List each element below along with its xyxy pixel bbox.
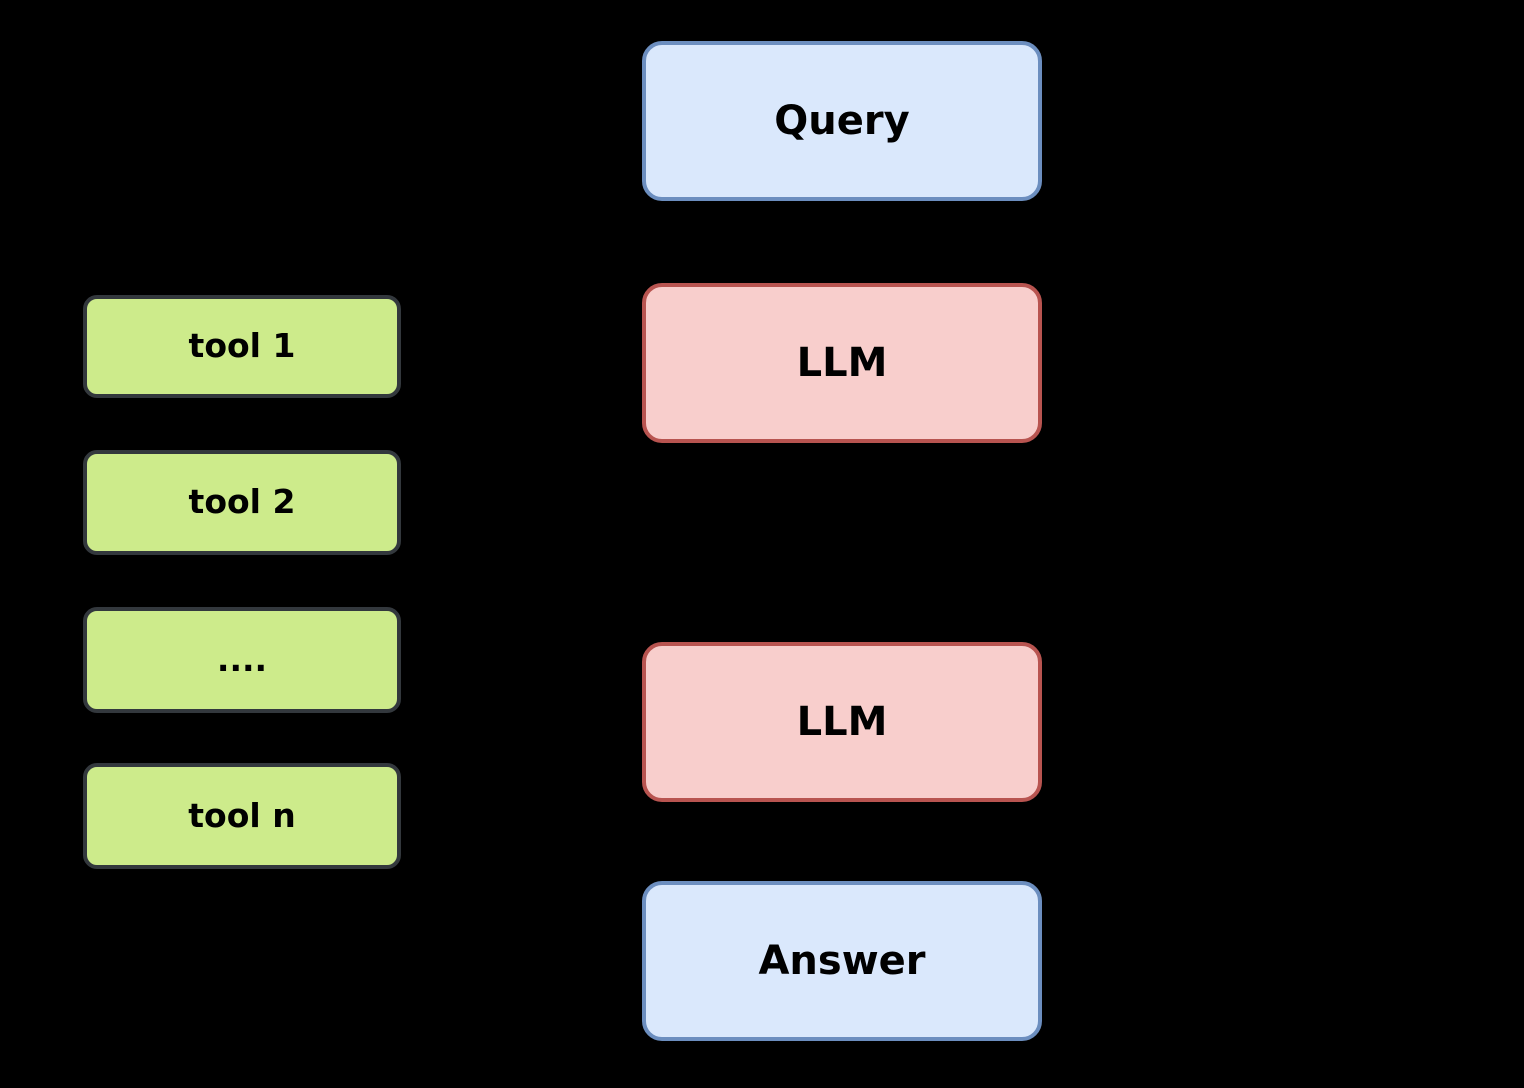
llm-top-node-label: LLM	[796, 340, 888, 386]
answer-node-label: Answer	[758, 938, 926, 984]
tool-2-node: tool 2	[83, 450, 401, 555]
tool-2-node-label: tool 2	[188, 482, 296, 522]
llm-top-node: LLM	[642, 283, 1042, 443]
llm-bottom-node-label: LLM	[796, 699, 888, 745]
tool-n-node: tool n	[83, 763, 401, 869]
llm-bottom-node: LLM	[642, 642, 1042, 802]
query-node: Query	[642, 41, 1042, 201]
tool-1-node-label: tool 1	[188, 326, 296, 366]
tool-ellipsis-node-label: ....	[216, 639, 268, 679]
tool-1-node: tool 1	[83, 295, 401, 398]
tool-n-node-label: tool n	[188, 795, 296, 835]
tool-ellipsis-node: ....	[83, 607, 401, 713]
query-node-label: Query	[774, 98, 910, 144]
answer-node: Answer	[642, 881, 1042, 1041]
